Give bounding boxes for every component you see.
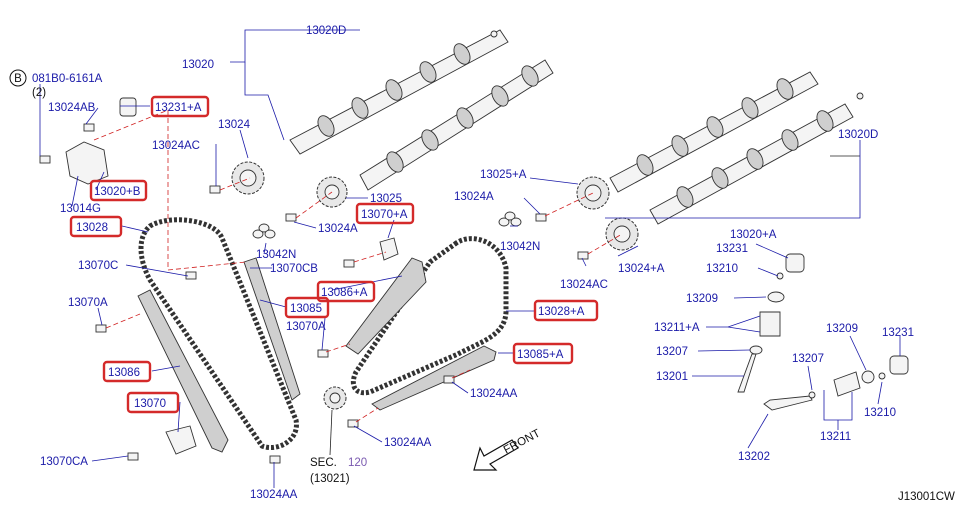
label-13231A: 13231+A (155, 102, 202, 114)
label-13024A-sprocket: 13024+A (618, 263, 665, 275)
tensioner-13070A (379, 237, 399, 261)
label-13024A-mid: 13024A (318, 223, 358, 235)
timing-chain-left (138, 217, 299, 450)
label-13202: 13202 (738, 451, 770, 463)
camshaft-right-2 (649, 92, 864, 225)
label-13020D-right: 13020D (838, 129, 878, 141)
label-13024AB: 13024AB (48, 102, 96, 114)
valve-13201 (737, 353, 757, 393)
diagram-code: J13001CW (898, 491, 955, 503)
guide-13086A (345, 257, 427, 355)
label-13024AA-low: 13024AA (470, 388, 518, 400)
label-13020A: 13020+A (730, 229, 777, 241)
guide-13086 (137, 289, 229, 453)
label-13042N-left: 13042N (256, 249, 296, 261)
alignment-lines (93, 109, 623, 423)
lifter-13231-top (785, 253, 805, 273)
spring-13211A (759, 311, 781, 337)
label-13209-right: 13209 (826, 323, 858, 335)
leader-lines (39, 29, 901, 488)
bolts (39, 123, 589, 464)
label-13024A-right: 13024A (454, 191, 494, 203)
label-13086: 13086 (108, 367, 140, 379)
label-13201: 13201 (656, 371, 688, 383)
label-13024: 13024 (218, 119, 251, 131)
label-13024AA-bottom: 13024AA (250, 489, 298, 501)
label-13070A-highlight: 13070+A (361, 209, 408, 221)
guide-13085A (371, 345, 497, 411)
spring-13211 (833, 371, 861, 397)
label-bolt-spec: 081B0-6161A (32, 73, 103, 85)
plunger-13231A (119, 97, 137, 117)
camshaft-right-1 (609, 71, 819, 193)
timing-chain-right (350, 236, 509, 396)
seal-13207-right (808, 391, 816, 399)
sprocket-13024 (231, 161, 265, 195)
label-bolt-qty: (2) (32, 87, 46, 99)
highlight-boxes (69, 95, 599, 414)
label-13231-right: 13231 (882, 327, 914, 339)
label-13042N-right: 13042N (500, 241, 540, 253)
bolt-spec-marker: B (9, 69, 27, 87)
label-13231-top: 13231 (716, 243, 748, 255)
label-13070A-left: 13070A (68, 297, 108, 309)
label-sec-ref: 120 (348, 457, 367, 469)
label-13211: 13211 (820, 431, 851, 443)
front-arrow-icon (473, 439, 519, 471)
label-13210-right: 13210 (864, 407, 896, 419)
guide-13085 (243, 257, 301, 401)
label-13086A: 13086+A (321, 287, 368, 299)
label-13070: 13070 (134, 398, 166, 410)
label-13209-left: 13209 (686, 293, 718, 305)
keeper-13210-right (878, 372, 886, 380)
label-13025: 13025 (370, 193, 402, 205)
label-13024AC-right: 13024AC (560, 279, 608, 291)
label-13020B: 13020+B (94, 186, 141, 198)
label-13020D-top: 13020D (306, 25, 346, 37)
label-front: FRONT (502, 427, 543, 456)
lifter-13231-right (889, 355, 909, 375)
label-sec: SEC. (310, 457, 337, 469)
label-13085A: 13085+A (517, 349, 564, 361)
crank-sprocket (323, 386, 347, 410)
label-13207-right: 13207 (792, 353, 824, 365)
label-sec-sub: (13021) (310, 473, 350, 485)
label-13210-top: 13210 (706, 263, 738, 275)
label-13085: 13085 (290, 303, 322, 315)
label-13024AC-left: 13024AC (152, 140, 200, 152)
tensioner-13020B (65, 141, 109, 185)
label-13025A: 13025+A (480, 169, 527, 181)
label-13207-left: 13207 (656, 346, 688, 358)
label-13070CB: 13070CB (270, 263, 318, 275)
label-13070CA: 13070CA (40, 456, 88, 468)
label-13028: 13028 (76, 222, 108, 234)
label-13070A-mid: 13070A (286, 321, 326, 333)
seal-13207-left (749, 345, 763, 355)
camshaft-upper-left-2 (359, 59, 554, 191)
label-13024AA-mid: 13024AA (384, 437, 432, 449)
bolt-spec-letter: B (14, 73, 22, 85)
label-13020: 13020 (182, 59, 214, 71)
label-13070C: 13070C (78, 260, 118, 272)
label-13028A: 13028+A (538, 306, 585, 318)
label-13211A: 13211+A (654, 322, 700, 334)
retainer-13209-right (861, 370, 875, 384)
retainer-13209-left (767, 291, 785, 303)
sprocket-13024A (605, 217, 639, 251)
label-13014G: 13014G (60, 203, 101, 215)
valve-13202 (763, 395, 813, 411)
tensioner-13070 (165, 425, 197, 455)
camshaft-upper-left (289, 29, 509, 155)
part-labels: 081B0-6161A (2) 13020D 13020 13024AB 132… (32, 25, 955, 503)
sprocket-13025A (576, 176, 610, 210)
